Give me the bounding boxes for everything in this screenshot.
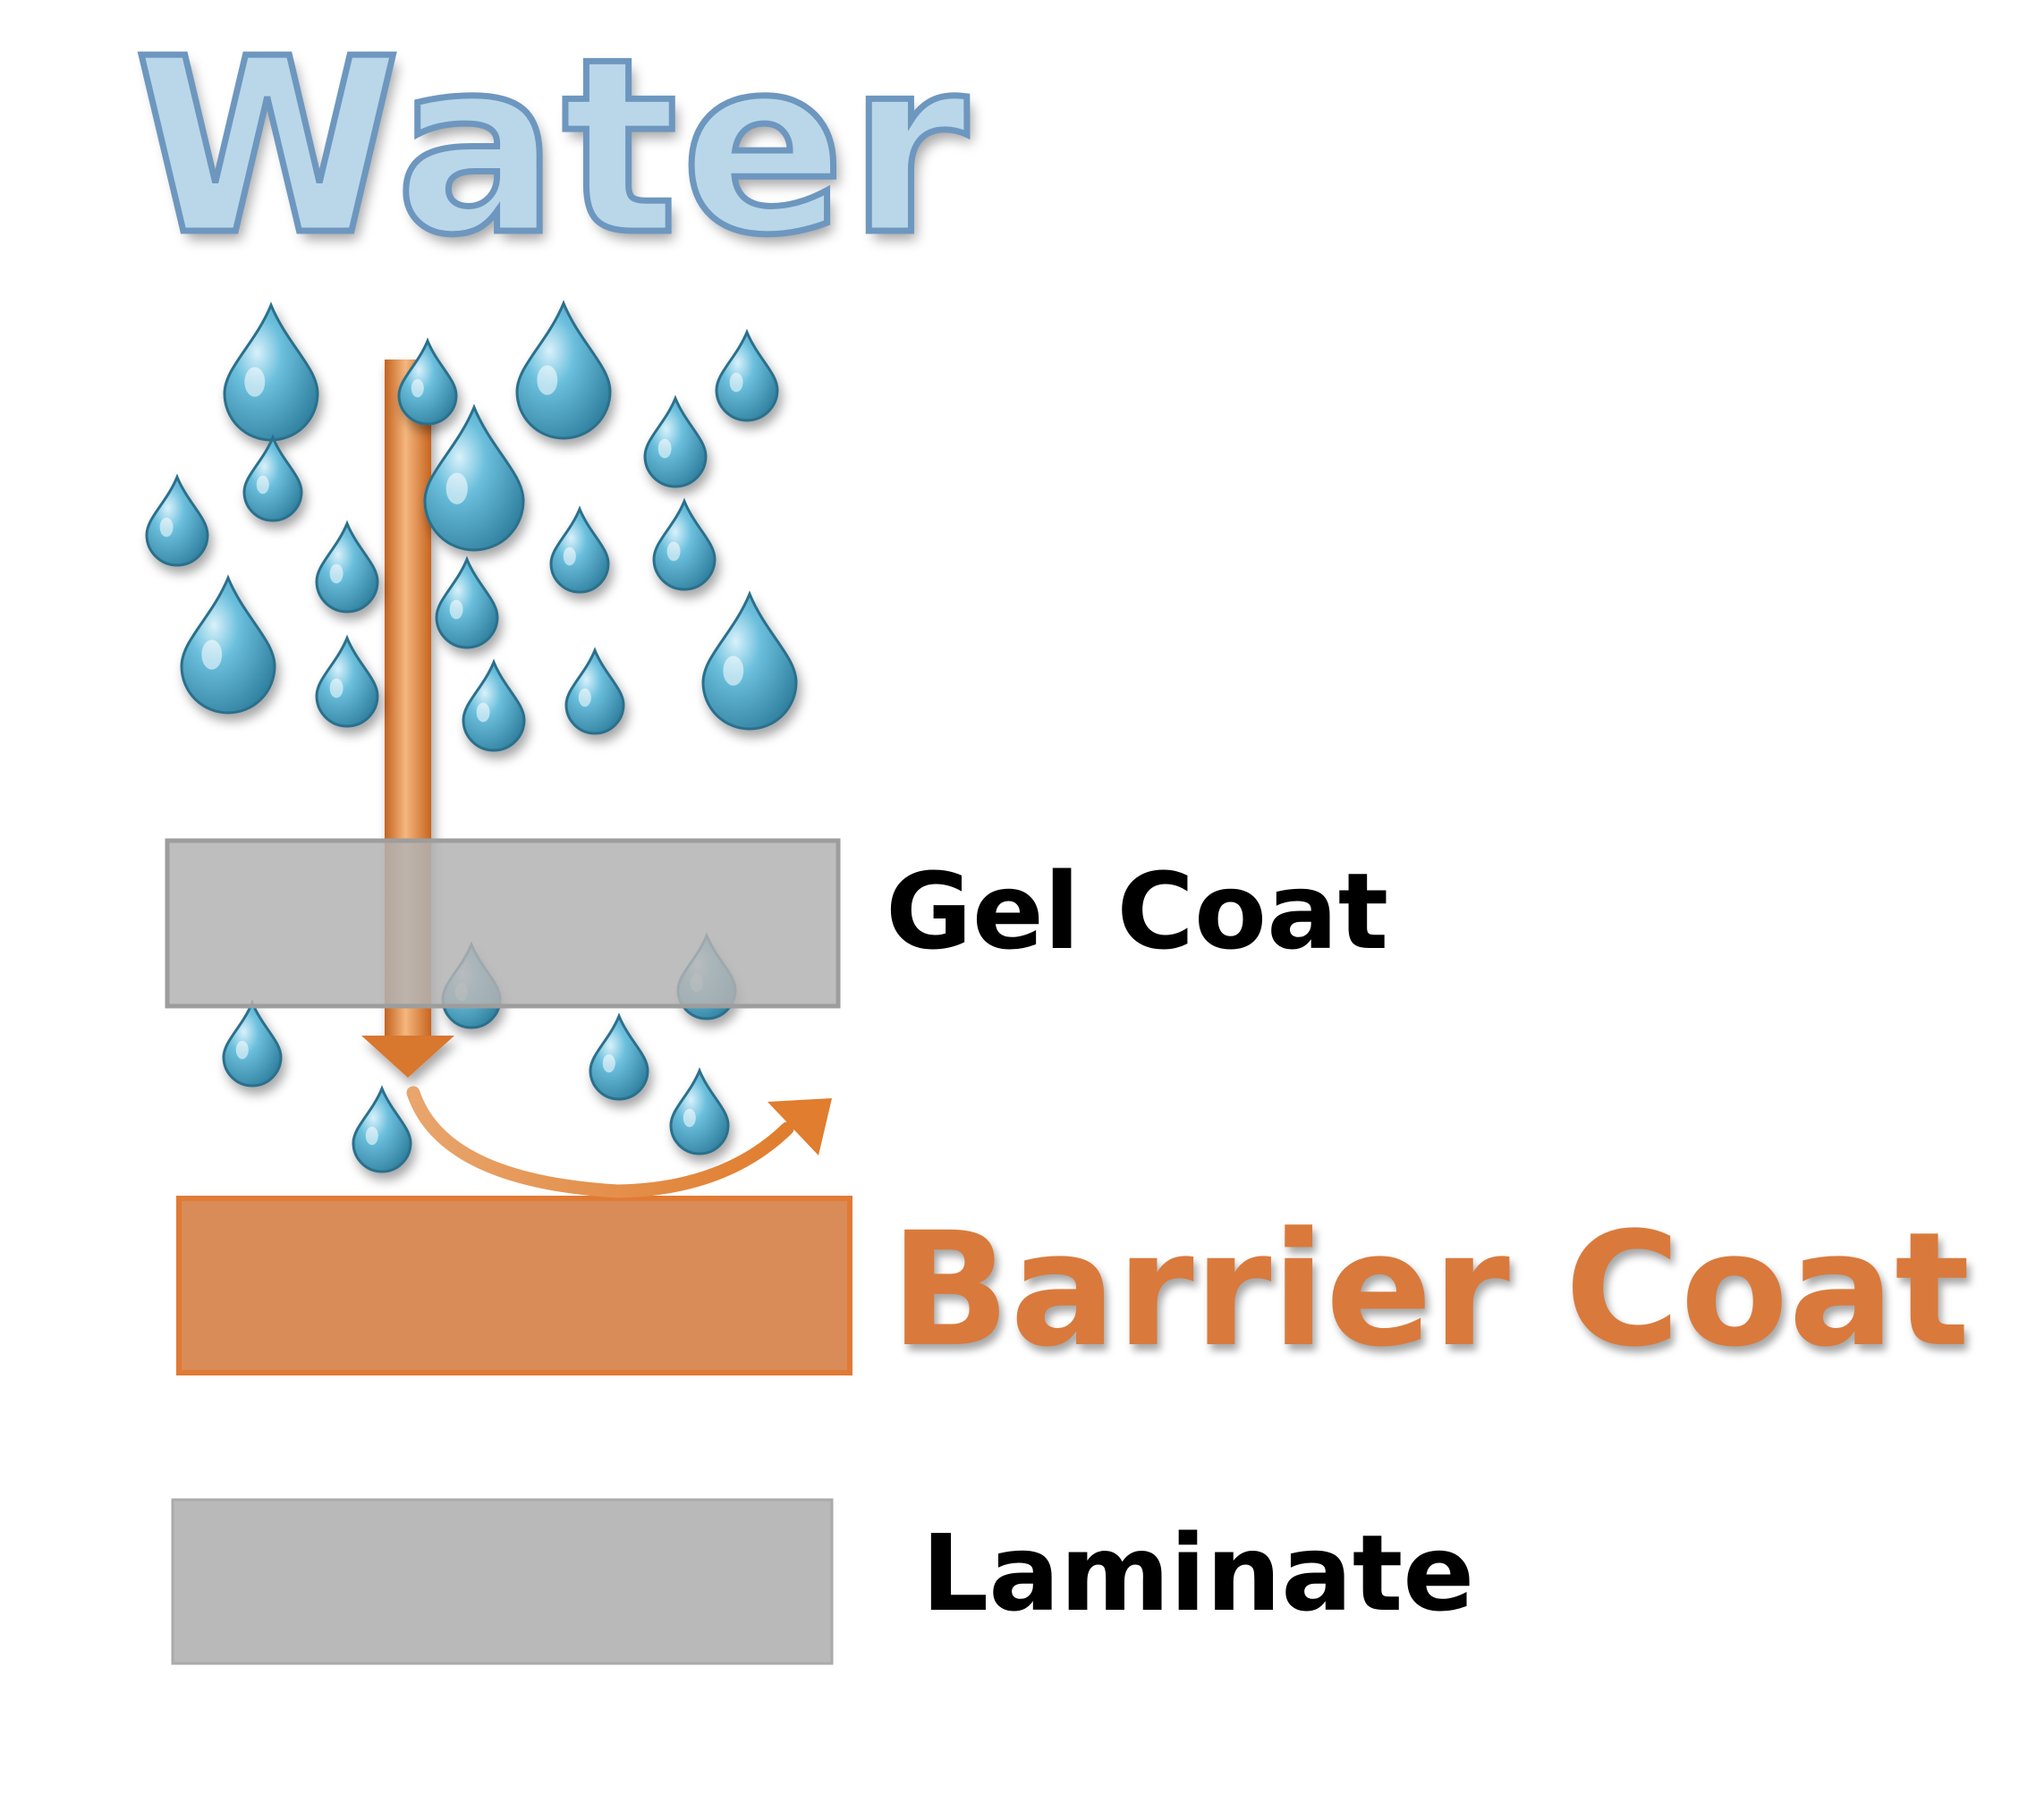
water-droplet-icon — [315, 520, 379, 614]
barrier-coat-layer — [176, 1196, 852, 1375]
water-droplet-icon — [564, 647, 625, 735]
water-droplet-icon — [701, 590, 798, 731]
water-droplet-icon — [435, 555, 499, 649]
water-droplet-icon — [669, 1067, 730, 1155]
water-droplet-icon — [589, 1012, 649, 1101]
water-droplet-icon — [397, 337, 458, 426]
laminate-label: Laminate — [921, 1511, 1475, 1635]
water-droplet-icon — [223, 301, 319, 442]
water-droplet-icon — [180, 574, 276, 715]
water-droplet-icon — [222, 999, 283, 1087]
droplet-group-above — [145, 300, 798, 752]
deflect-arrow-icon — [406, 1086, 832, 1198]
water-droplet-icon — [652, 497, 717, 591]
water-droplet-icon — [423, 403, 525, 552]
water-droplet-icon — [242, 434, 303, 522]
water-droplet-icon — [715, 328, 779, 422]
gel-coat-layer — [165, 838, 841, 1009]
water-droplet-icon — [315, 634, 379, 728]
water-droplet-icon — [549, 505, 610, 594]
water-title: Water — [131, 6, 971, 288]
water-droplet-icon — [145, 473, 209, 567]
barrier-coat-label: Barrier Coat — [890, 1198, 1971, 1382]
gel-coat-label: Gel Coat — [886, 850, 1389, 973]
water-droplet-icon — [352, 1085, 412, 1173]
water-droplet-icon — [462, 658, 526, 752]
water-droplet-icon — [515, 300, 612, 440]
water-droplet-icon — [643, 394, 708, 488]
laminate-layer — [171, 1498, 834, 1665]
